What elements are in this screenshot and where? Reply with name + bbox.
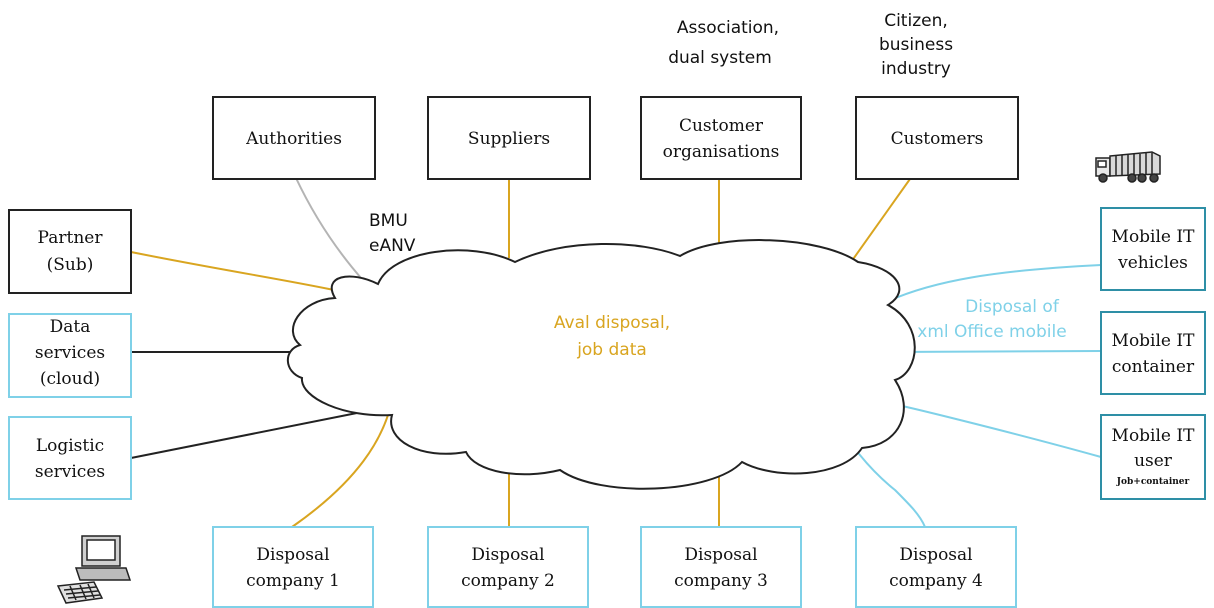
association-line-2: dual system [668,48,772,68]
network-cloud [286,239,916,490]
logistic-line-1: Logistic [36,436,104,456]
data-services-line-2: services [35,343,105,363]
data-services-line-1: Data [50,317,91,337]
logistic-connector [130,409,373,459]
partner-line-2: (Sub) [47,255,94,275]
citizen-line-2: business [879,35,953,55]
citizen-line-3: industry [881,59,951,79]
label-citizen: Citizen, business industry [879,11,953,79]
disposal-4-line-2: company 4 [889,571,983,591]
node-mobile-it-user: Mobile IT user Job+container [1100,414,1206,500]
disposal-3-line-1: Disposal [684,545,757,565]
disposal-4-line-1: Disposal [899,545,972,565]
mobile-user-line-1: Mobile IT [1112,426,1196,446]
node-disposal-company-1: Disposal company 1 [212,526,374,608]
node-suppliers: Suppliers [427,96,591,180]
node-mobile-it-container: Mobile IT container [1100,311,1206,395]
node-mobile-it-vehicles: Mobile IT vehicles [1100,207,1206,291]
node-disposal-company-4: Disposal company 4 [855,526,1017,608]
authorities-label: Authorities [245,129,342,149]
customers-label: Customers [891,129,984,149]
xml-office-line-1: Disposal of [965,297,1060,317]
node-customer-organisations: Customer organisations [640,96,802,180]
mobile-container-line-1: Mobile IT [1112,331,1196,351]
xml-office-line-2: xml Office mobile [917,322,1066,342]
aval-line-2: job data [576,340,647,360]
partner-connector [130,251,349,294]
disposal-1-line-1: Disposal [256,545,329,565]
label-xml-office: Disposal of xml Office mobile [917,297,1066,342]
mobile-vehicles-line-1: Mobile IT [1112,227,1196,247]
data-services-line-3: (cloud) [40,369,100,389]
customer-orgs-line-1: Customer [679,116,764,136]
customer-orgs-line-2: organisations [663,142,780,162]
label-association: Association, dual system [668,18,779,68]
aval-line-1: Aval disposal, [554,313,670,333]
computer-icon [56,535,132,604]
mobile-user-subtitle: Job+container [1116,477,1190,487]
label-aval: Aval disposal, job data [554,313,670,360]
disposal-1-line-2: company 1 [246,571,340,591]
mobile-container-line-2: container [1112,357,1195,377]
logistic-line-2: services [35,462,105,482]
node-disposal-company-2: Disposal company 2 [427,526,589,608]
disposal-3-line-2: company 3 [674,571,768,591]
label-bmu: BMU eANV [369,211,416,256]
association-line-1: Association, [677,18,779,38]
garbage-truck-icon [1095,151,1161,183]
mobile-user-line-2: user [1134,451,1173,471]
citizen-line-1: Citizen, [884,11,948,31]
node-disposal-company-3: Disposal company 3 [640,526,802,608]
disposal-2-line-2: company 2 [461,571,555,591]
node-customers: Customers [855,96,1019,180]
disposal-2-line-1: Disposal [471,545,544,565]
suppliers-label: Suppliers [468,129,550,149]
node-authorities: Authorities [212,96,376,180]
partner-line-1: Partner [38,228,104,248]
node-data-services: Data services (cloud) [8,313,132,398]
node-partner: Partner (Sub) [8,209,132,294]
node-logistic-services: Logistic services [8,416,132,500]
mobile-vehicles-line-2: vehicles [1117,253,1188,273]
bmu-line-1: BMU [369,211,408,231]
bmu-line-2: eANV [369,236,416,256]
